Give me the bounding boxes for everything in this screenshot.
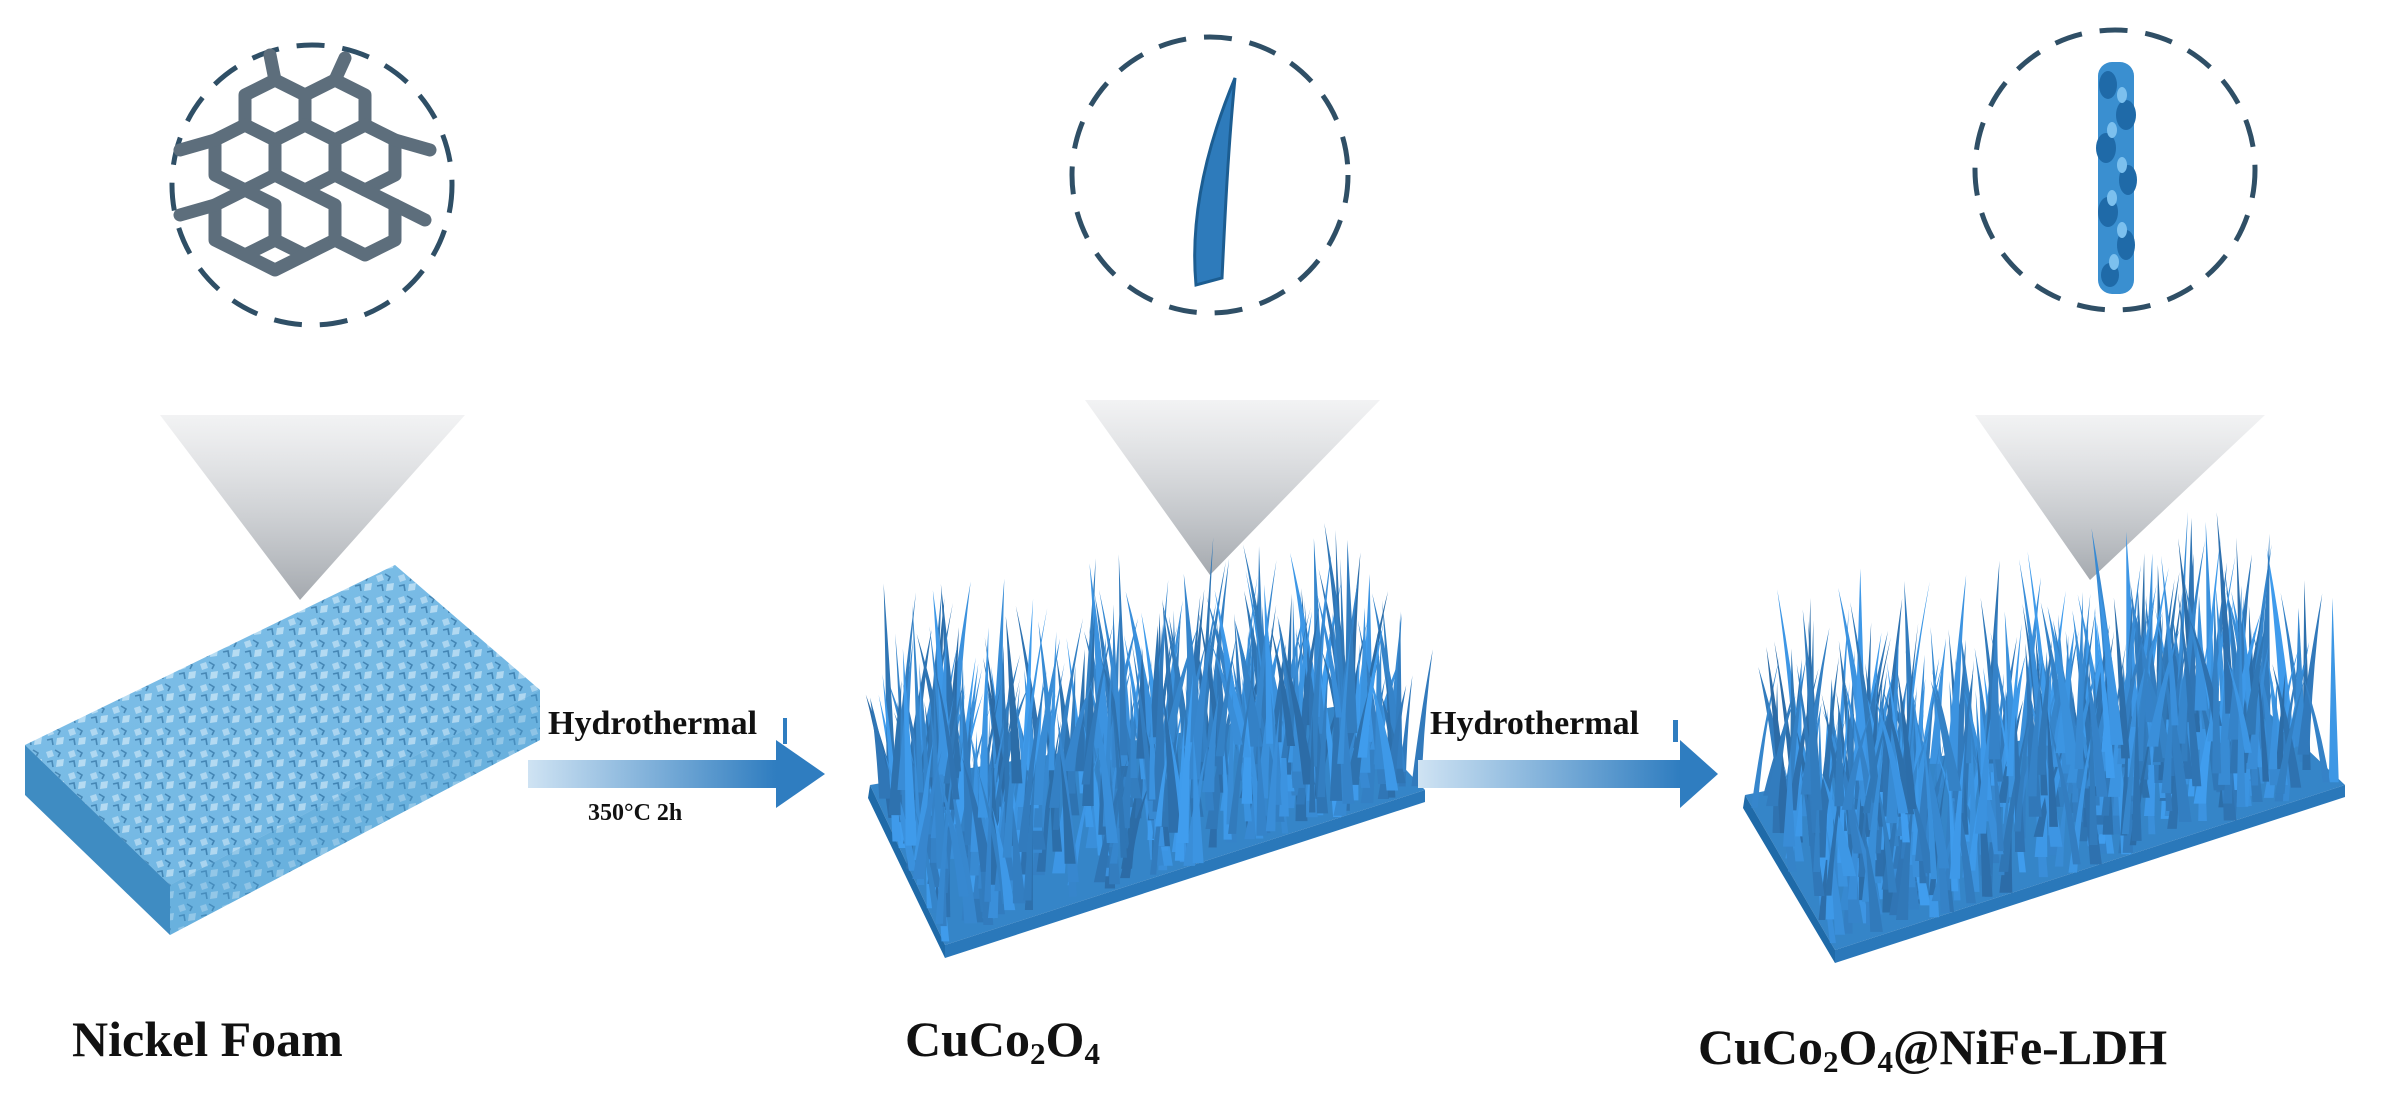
stage-label-cuco2o4: CuCo2O4 (905, 1011, 1100, 1071)
zoom-cone-2 (1085, 400, 1380, 575)
nanoneedle-icon (1193, 77, 1237, 287)
cuco2o4-nanoneedle-array (865, 522, 1433, 958)
zoom-cone-1 (160, 415, 465, 600)
arrow-1-label: Hydrothermal (548, 705, 758, 742)
process-arrow-2 (1418, 720, 1718, 808)
arrow-2-label: Hydrothermal (1430, 705, 1640, 742)
stage-label-cuco2o4-nife-ldh: CuCo2O4@NiFe-LDH (1698, 1019, 2168, 1079)
process-arrow-1 (528, 718, 825, 808)
core-shell-nanowire-icon (2096, 62, 2137, 294)
cuco2o4-nife-ldh-array (1743, 511, 2345, 963)
zoom-cone-3 (1975, 415, 2265, 580)
nickel-foam-slab (25, 565, 540, 935)
stage-label-nickel-foam: Nickel Foam (72, 1011, 343, 1067)
arrow-1-condition: 350°C 2h (588, 800, 683, 826)
nickel-network-icon (173, 48, 437, 277)
